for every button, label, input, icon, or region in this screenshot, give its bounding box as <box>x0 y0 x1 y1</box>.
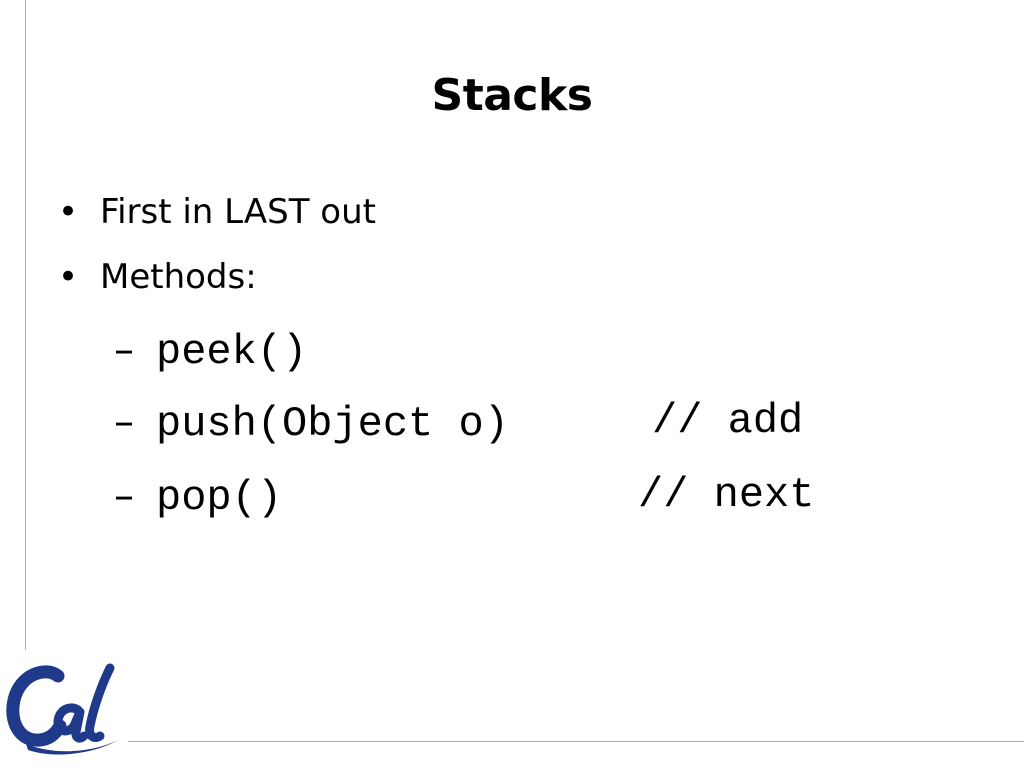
cal-logo <box>6 663 118 755</box>
bullet-text: Methods: <box>100 257 257 297</box>
sub-bullet-glyph: – <box>114 399 134 445</box>
method-code: pop() <box>156 474 283 522</box>
slide-title: Stacks <box>431 70 593 121</box>
method-code: push(Object o) <box>156 400 509 448</box>
bottom-accent-rule <box>128 741 1024 742</box>
method-comment: // next <box>638 471 815 519</box>
bullet-glyph: • <box>58 192 79 232</box>
sub-bullet-glyph: – <box>114 327 134 373</box>
left-accent-rule <box>25 0 26 650</box>
sub-bullet-glyph: – <box>114 473 134 519</box>
method-item: –pop() <box>114 469 282 524</box>
method-item: –peek() <box>114 323 307 378</box>
bullet-text: First in LAST out <box>100 192 376 232</box>
bullet-glyph: • <box>58 257 79 297</box>
method-comment: // add <box>652 397 804 445</box>
bullet-item: • First in LAST out <box>58 190 376 234</box>
method-item: –push(Object o) <box>114 395 509 450</box>
method-code: peek() <box>156 328 308 376</box>
bullet-item: • Methods: <box>58 255 257 299</box>
